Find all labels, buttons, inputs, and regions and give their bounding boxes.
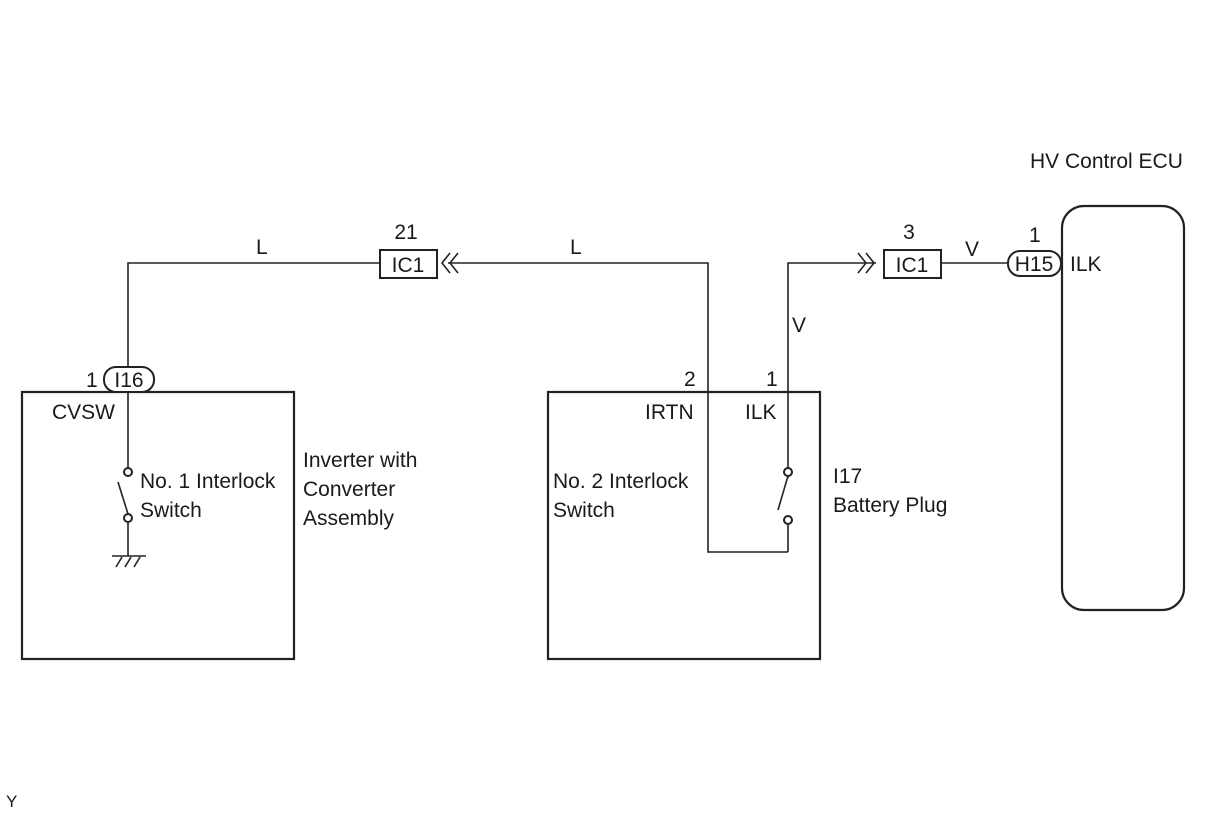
inverter-title-line3: Assembly (303, 507, 395, 530)
junction-ic1-right-label: IC1 (896, 254, 929, 277)
inverter-terminal-cvsw: CVSW (52, 401, 115, 424)
connector-h15-pin: 1 (1029, 224, 1041, 247)
wire-cvsw-to-ic1 (127, 262, 380, 368)
battery-plug-title: Battery Plug (833, 494, 947, 517)
inverter-box (20, 390, 296, 661)
battery-plug-pin-ilk: 1 (766, 368, 778, 391)
ecu-terminal-ilk: ILK (1070, 253, 1102, 276)
wire-color-right-vertical: V (792, 314, 806, 337)
junction-ic1-right (883, 249, 942, 279)
wire-ic1-to-irtn (448, 262, 788, 553)
connector-i16-label: I16 (114, 369, 143, 392)
connector-i16-pin: 1 (86, 369, 98, 392)
switch2-label-line2: Switch (553, 499, 615, 522)
switch1-contact-top (123, 467, 133, 477)
junction-ic1-right-pin: 3 (903, 221, 915, 244)
switch1-label-line1: No. 1 Interlock (140, 470, 276, 493)
switch1-blade (117, 481, 129, 515)
junction-left-chevron-2 (448, 252, 459, 274)
battery-plug-pin-irtn: 2 (684, 368, 696, 391)
wire-color-left-a: L (256, 236, 268, 259)
junction-left-chevron-1 (440, 252, 451, 274)
hv-control-ecu-box (1060, 204, 1186, 612)
battery-plug-terminal-irtn: IRTN (645, 401, 694, 424)
switch1-label-line2: Switch (140, 499, 202, 522)
ground-hatch-3 (133, 556, 141, 568)
ground-hatch-2 (124, 556, 132, 568)
connector-h15 (1007, 250, 1062, 277)
switch2-contact-top (783, 467, 793, 477)
wire-ilk-up (787, 262, 876, 478)
junction-ic1-left-pin: 21 (394, 221, 417, 244)
junction-right-chevron-2 (865, 252, 876, 274)
battery-plug-terminal-ilk: ILK (745, 401, 777, 424)
switch2-label-line1: No. 2 Interlock (553, 470, 689, 493)
junction-ic1-left (379, 249, 438, 279)
inverter-title-line2: Converter (303, 478, 395, 501)
connector-h15-label: H15 (1015, 253, 1054, 276)
wire-color-right-top: V (965, 238, 979, 261)
ecu-title: HV Control ECU (1030, 150, 1183, 173)
battery-plug-code: I17 (833, 465, 862, 488)
junction-right-chevron-1 (857, 252, 868, 274)
battery-plug-box (546, 390, 822, 661)
switch2-contact-bottom (783, 515, 793, 525)
footer-mark: Y (6, 792, 17, 811)
junction-ic1-left-label: IC1 (392, 254, 425, 277)
connector-i16 (103, 366, 155, 393)
wire-color-left-b: L (570, 236, 582, 259)
switch1-contact-bottom (123, 513, 133, 523)
ground-hatch-1 (115, 556, 123, 568)
inverter-title-line1: Inverter with (303, 449, 417, 472)
switch2-blade (777, 475, 789, 511)
